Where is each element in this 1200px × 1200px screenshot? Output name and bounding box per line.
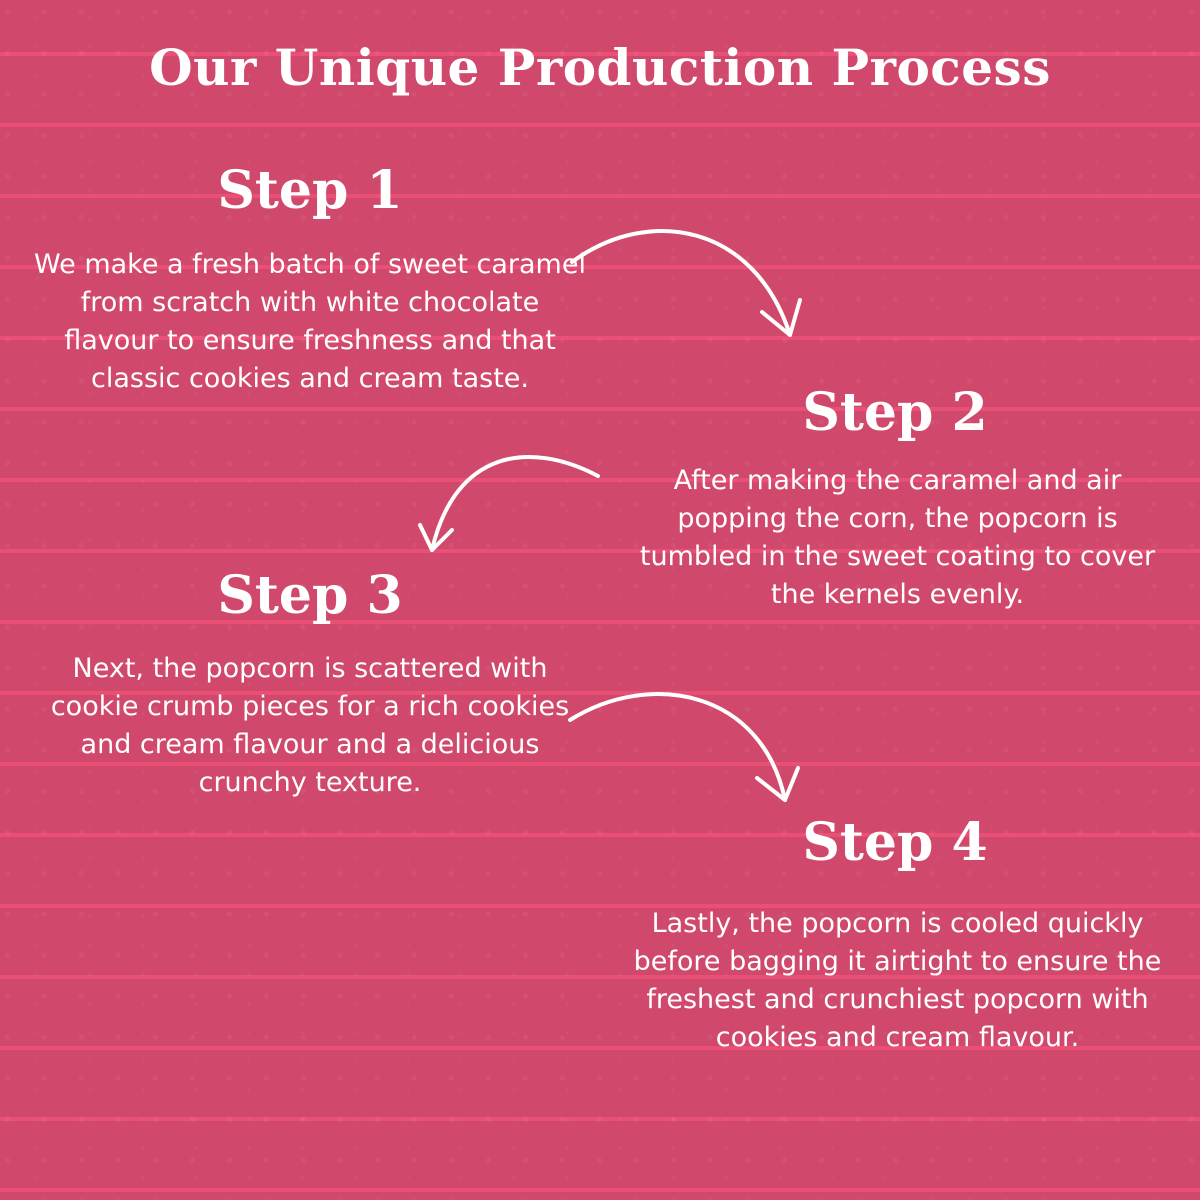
step-1-description: We make a fresh batch of sweet caramel f… — [34, 249, 586, 394]
step-1-heading: Step 1 — [217, 160, 403, 221]
page-title: Our Unique Production Process — [149, 38, 1051, 97]
curved-arrow-icon — [418, 455, 600, 552]
step-4-heading: Step 4 — [802, 812, 988, 873]
step-3-description: Next, the popcorn is scattered with cook… — [50, 653, 570, 798]
curved-arrow-icon — [568, 692, 800, 802]
curved-arrow-icon — [570, 229, 802, 337]
step-2-heading: Step 2 — [802, 382, 988, 443]
step-4-description: Lastly, the popcorn is cooled quickly be… — [633, 908, 1162, 1053]
step-3-heading: Step 3 — [217, 565, 403, 626]
step-2-description: After making the caramel and air popping… — [639, 465, 1156, 610]
